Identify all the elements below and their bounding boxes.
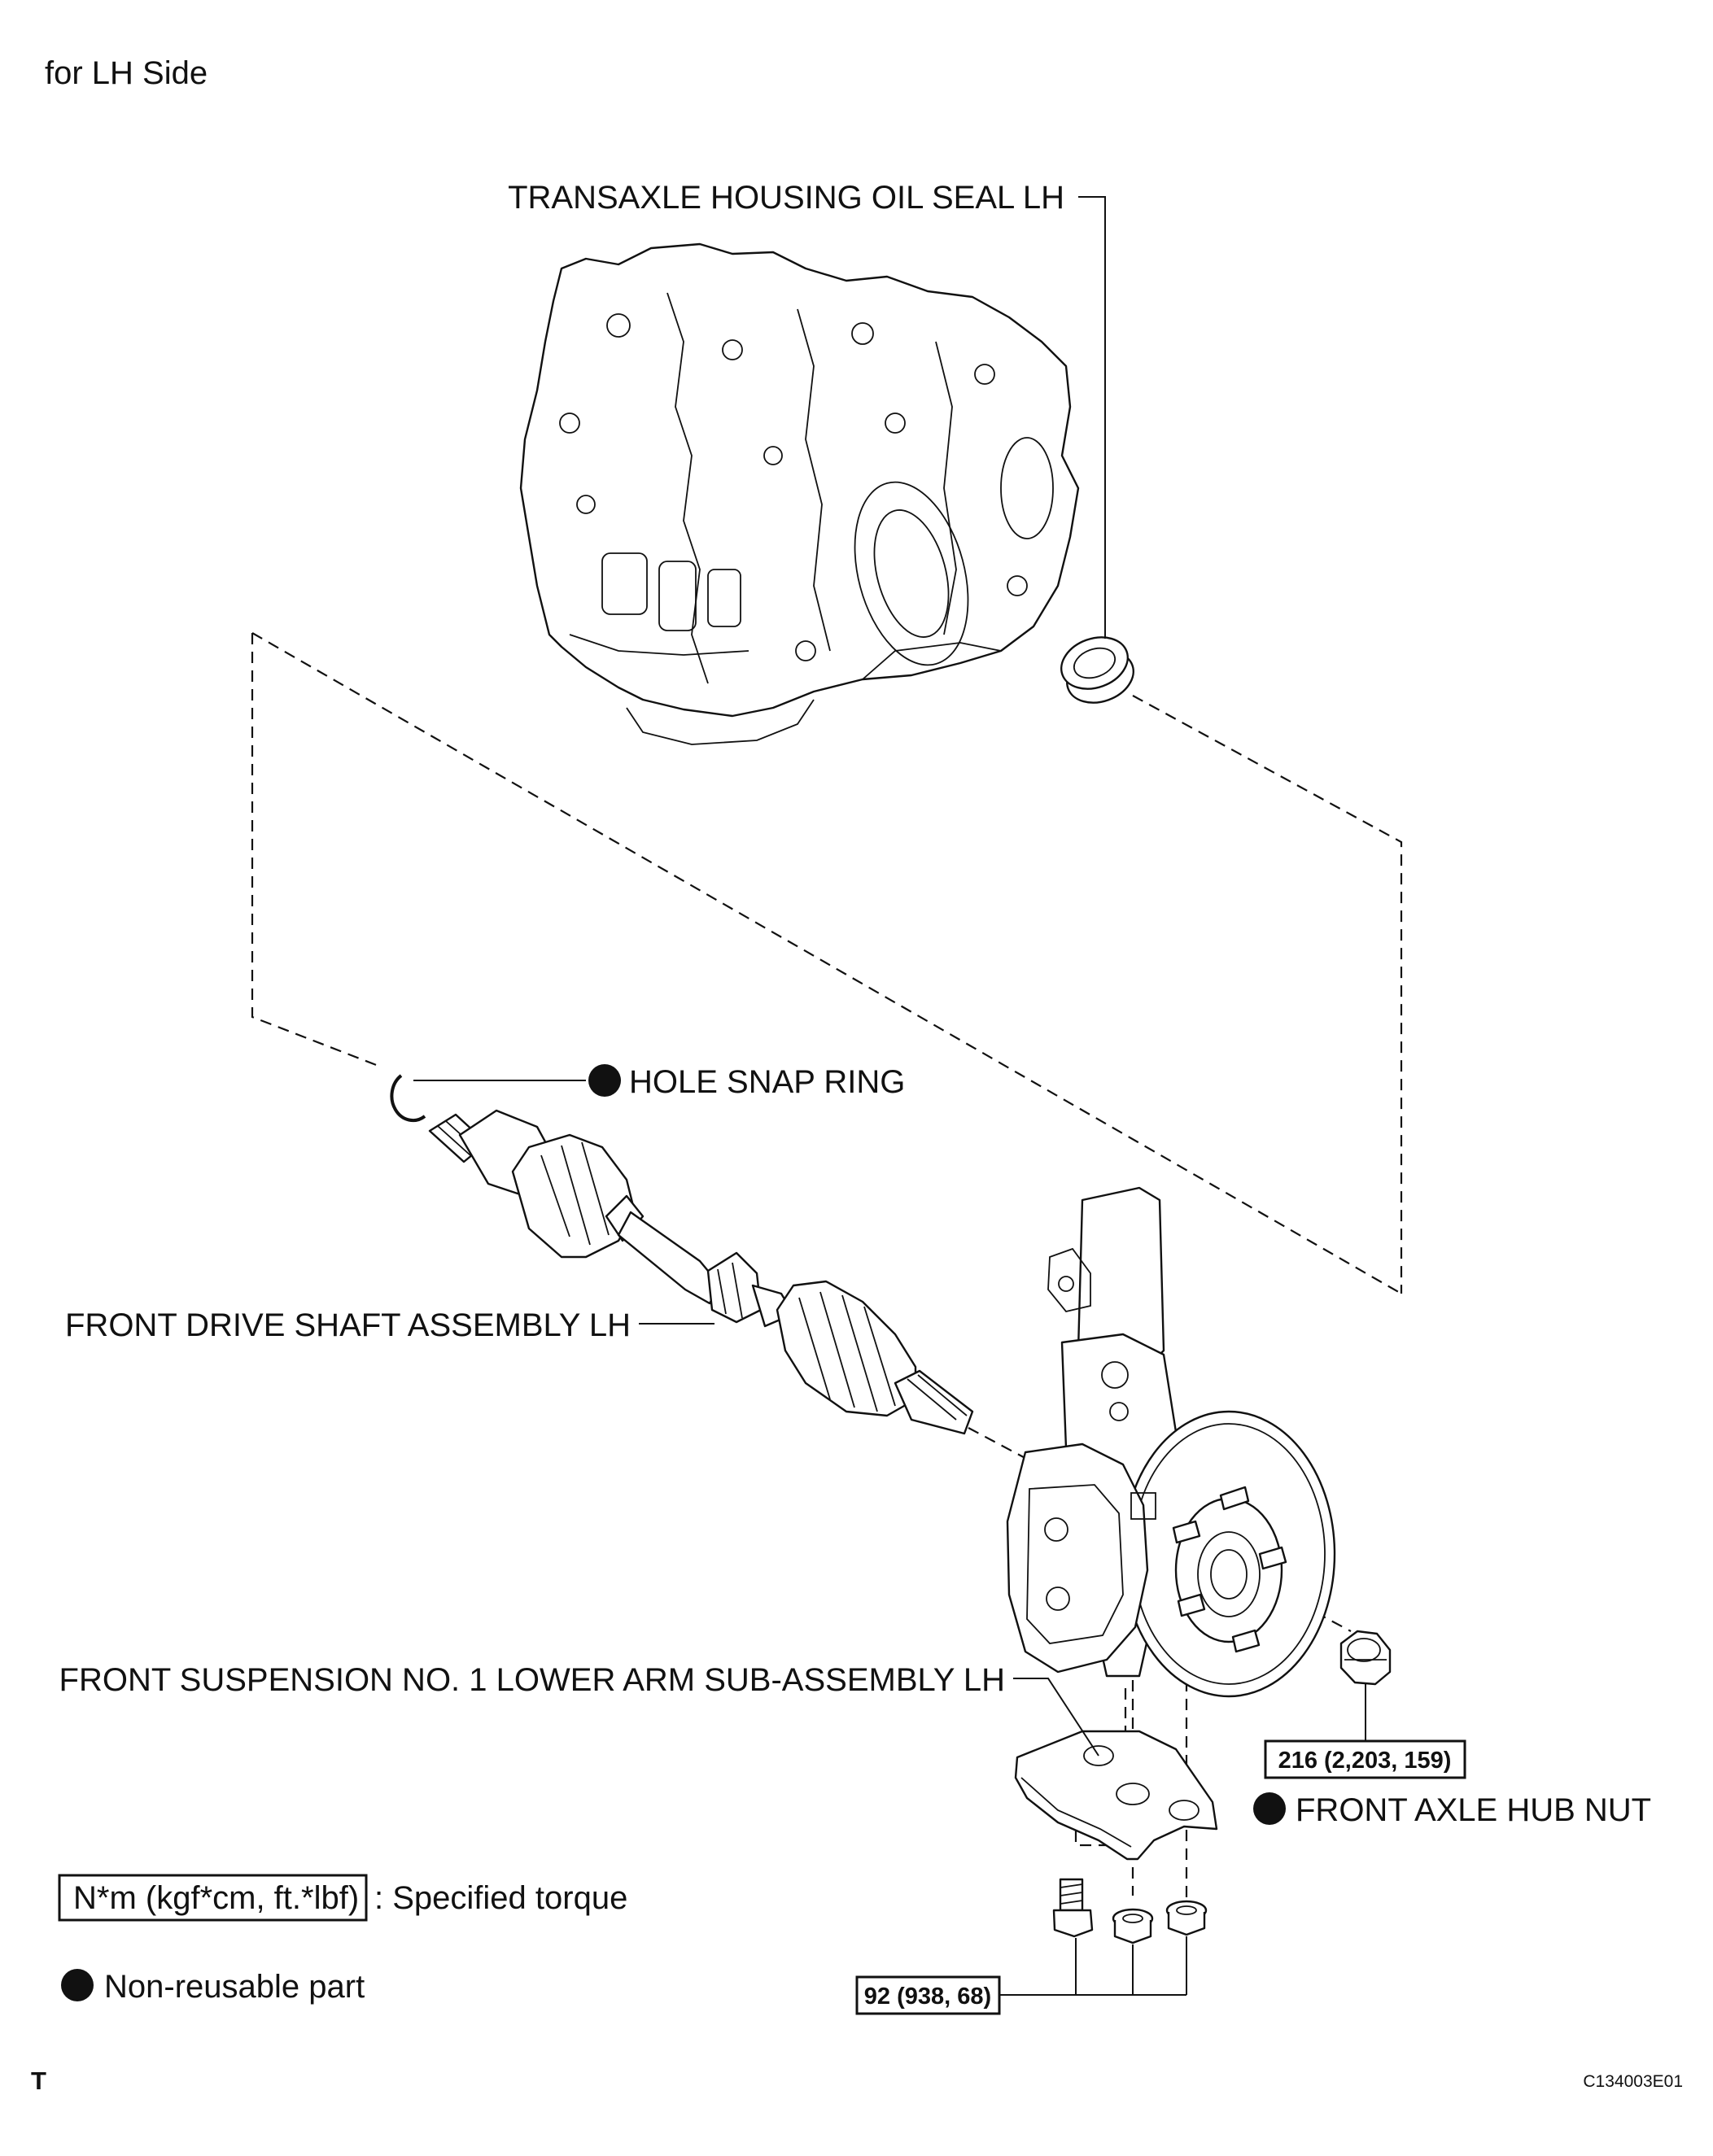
assembly-dashed-lines (251, 632, 1403, 1900)
hub-nut-torque-value: 216 (2,203, 159) (1278, 1748, 1452, 1774)
non-reusable-icon (588, 1064, 621, 1097)
figure-code: C134003E01 (1583, 2072, 1683, 2091)
hub-nut-part (1339, 1630, 1392, 1686)
lower-arm-bolt-part (1052, 1878, 1094, 1938)
steering-knuckle-brake-part (1006, 1186, 1336, 1698)
corner-mark: T (31, 2067, 46, 2095)
legend-torque-box (58, 1874, 368, 1922)
oil-seal-leader (1078, 196, 1106, 639)
lower-arm-label: FRONT SUSPENSION NO. 1 LOWER ARM SUB-ASS… (59, 1662, 1005, 1698)
transaxle-assembly (519, 242, 1080, 745)
hub-nut-torque-box (1264, 1739, 1466, 1779)
lower-arm-part (1014, 1730, 1218, 1861)
legend-non-reusable: Non-reusable part (104, 1969, 365, 2005)
lower-arm-nut-part (1112, 1908, 1154, 1944)
snap-ring-part (390, 1074, 426, 1123)
lower-arm-torque-box (855, 1975, 1001, 2015)
snap-ring-label: HOLE SNAP RING (629, 1064, 905, 1100)
legend-torque-unit: N*m (kgf*cm, ft.*lbf) (73, 1880, 359, 1916)
legend-torque-desc: : Specified torque (374, 1880, 627, 1916)
non-reusable-icon (61, 1969, 94, 2001)
drive-shaft-label: FRONT DRIVE SHAFT ASSEMBLY LH (65, 1307, 631, 1343)
drive-shaft-part (428, 1109, 974, 1435)
oil-seal-label: TRANSAXLE HOUSING OIL SEAL LH (508, 180, 1064, 216)
side-label: for LH Side (45, 55, 208, 91)
oil-seal-part (1060, 636, 1134, 704)
lower-arm-torque-value: 92 (938, 68) (864, 1984, 991, 2010)
lower-arm-nut-part (1165, 1900, 1208, 1936)
legend: N*m (kgf*cm, ft.*lbf) : Specified torque… (58, 1874, 627, 2005)
lower-arm-leader (1013, 1678, 1099, 1757)
hub-nut-label: FRONT AXLE HUB NUT (1296, 1792, 1651, 1828)
lower-arm-torque-leader (999, 1938, 1077, 1996)
non-reusable-icon (1253, 1792, 1286, 1825)
